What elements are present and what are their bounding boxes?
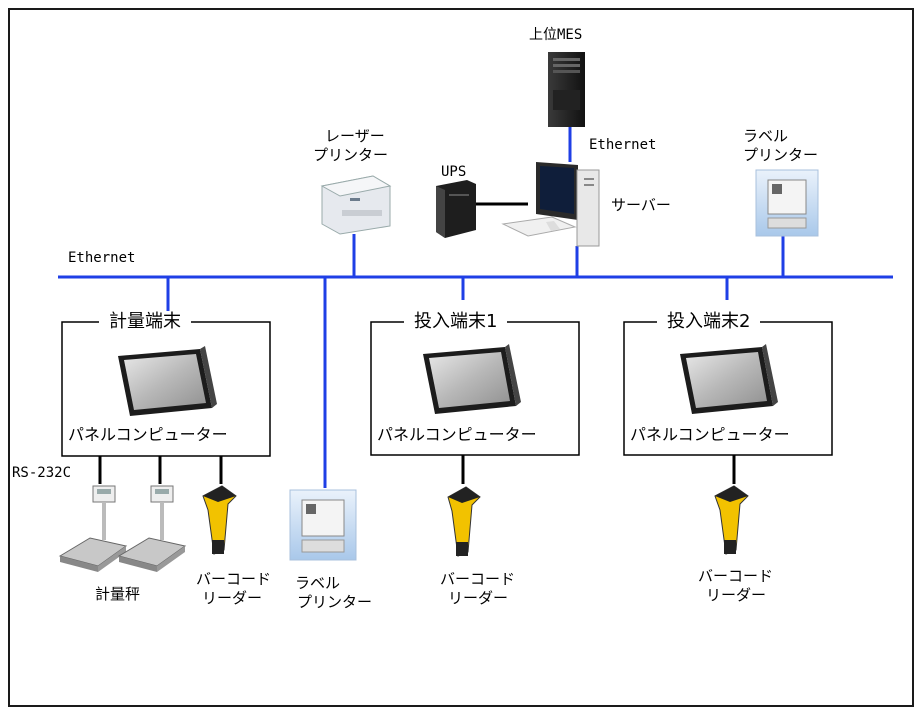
panel-computer-label-3: パネルコンピューター xyxy=(630,425,790,444)
ups-icon xyxy=(436,180,476,238)
label-printer-top-label-1: ラベル xyxy=(743,127,789,145)
barcode-reader-icon-3 xyxy=(714,485,749,555)
scale-label: 計量秤 xyxy=(95,585,141,603)
barcode-reader-label-2a: バーコード xyxy=(440,570,516,588)
laser-printer-label-1: レーザー xyxy=(325,127,385,145)
barcode-reader-icon-1 xyxy=(202,485,237,555)
panel-computer-label-2: パネルコンピューター xyxy=(377,425,537,444)
barcode-reader-label-3b: リーダー xyxy=(706,586,767,604)
rs232c-label: RS-232C xyxy=(12,465,72,481)
server-pc-icon xyxy=(501,162,600,247)
panel-computer-label-1: パネルコンピューター xyxy=(68,425,228,444)
barcode-reader-icon-2 xyxy=(447,486,481,557)
label-printer-top-label-2: プリンター xyxy=(743,146,819,164)
weighing-scale-icon-1 xyxy=(58,485,128,572)
terminal-title-2: 投入端末1 xyxy=(404,311,508,333)
ethernet-bus-label: Ethernet xyxy=(68,250,136,266)
label-printer-bottom-label-2: プリンター xyxy=(297,593,373,611)
barcode-reader-label-1b: リーダー xyxy=(202,589,263,607)
label-printer-bottom-label-1: ラベル xyxy=(295,574,341,592)
barcode-reader-label-1a: バーコード xyxy=(196,570,272,588)
barcode-reader-label-3a: バーコード xyxy=(698,567,774,585)
laser-printer-icon xyxy=(320,175,392,235)
label-printer-top-icon xyxy=(755,169,819,237)
server-label: サーバー xyxy=(611,196,671,214)
label-printer-bottom-icon xyxy=(289,489,357,561)
ups-label: UPS xyxy=(441,164,467,180)
panel-computer-icon-1 xyxy=(118,346,217,416)
terminal-title-1: 計量端末 xyxy=(99,311,191,333)
weighing-scale-icon-2 xyxy=(117,485,187,572)
laser-printer-label-2: プリンター xyxy=(313,146,389,164)
terminal-title-3: 投入端末2 xyxy=(657,311,761,333)
ethernet-bus xyxy=(58,127,893,488)
panel-computer-icon-2 xyxy=(423,344,521,414)
barcode-reader-label-2b: リーダー xyxy=(448,589,509,607)
mes-server-icon xyxy=(548,52,585,127)
device-links xyxy=(98,202,736,484)
diagram-frame xyxy=(8,8,914,707)
panel-computer-icon-3 xyxy=(680,344,778,414)
ethernet-top-label: Ethernet xyxy=(589,137,657,153)
mes-label: 上位MES xyxy=(529,27,583,43)
